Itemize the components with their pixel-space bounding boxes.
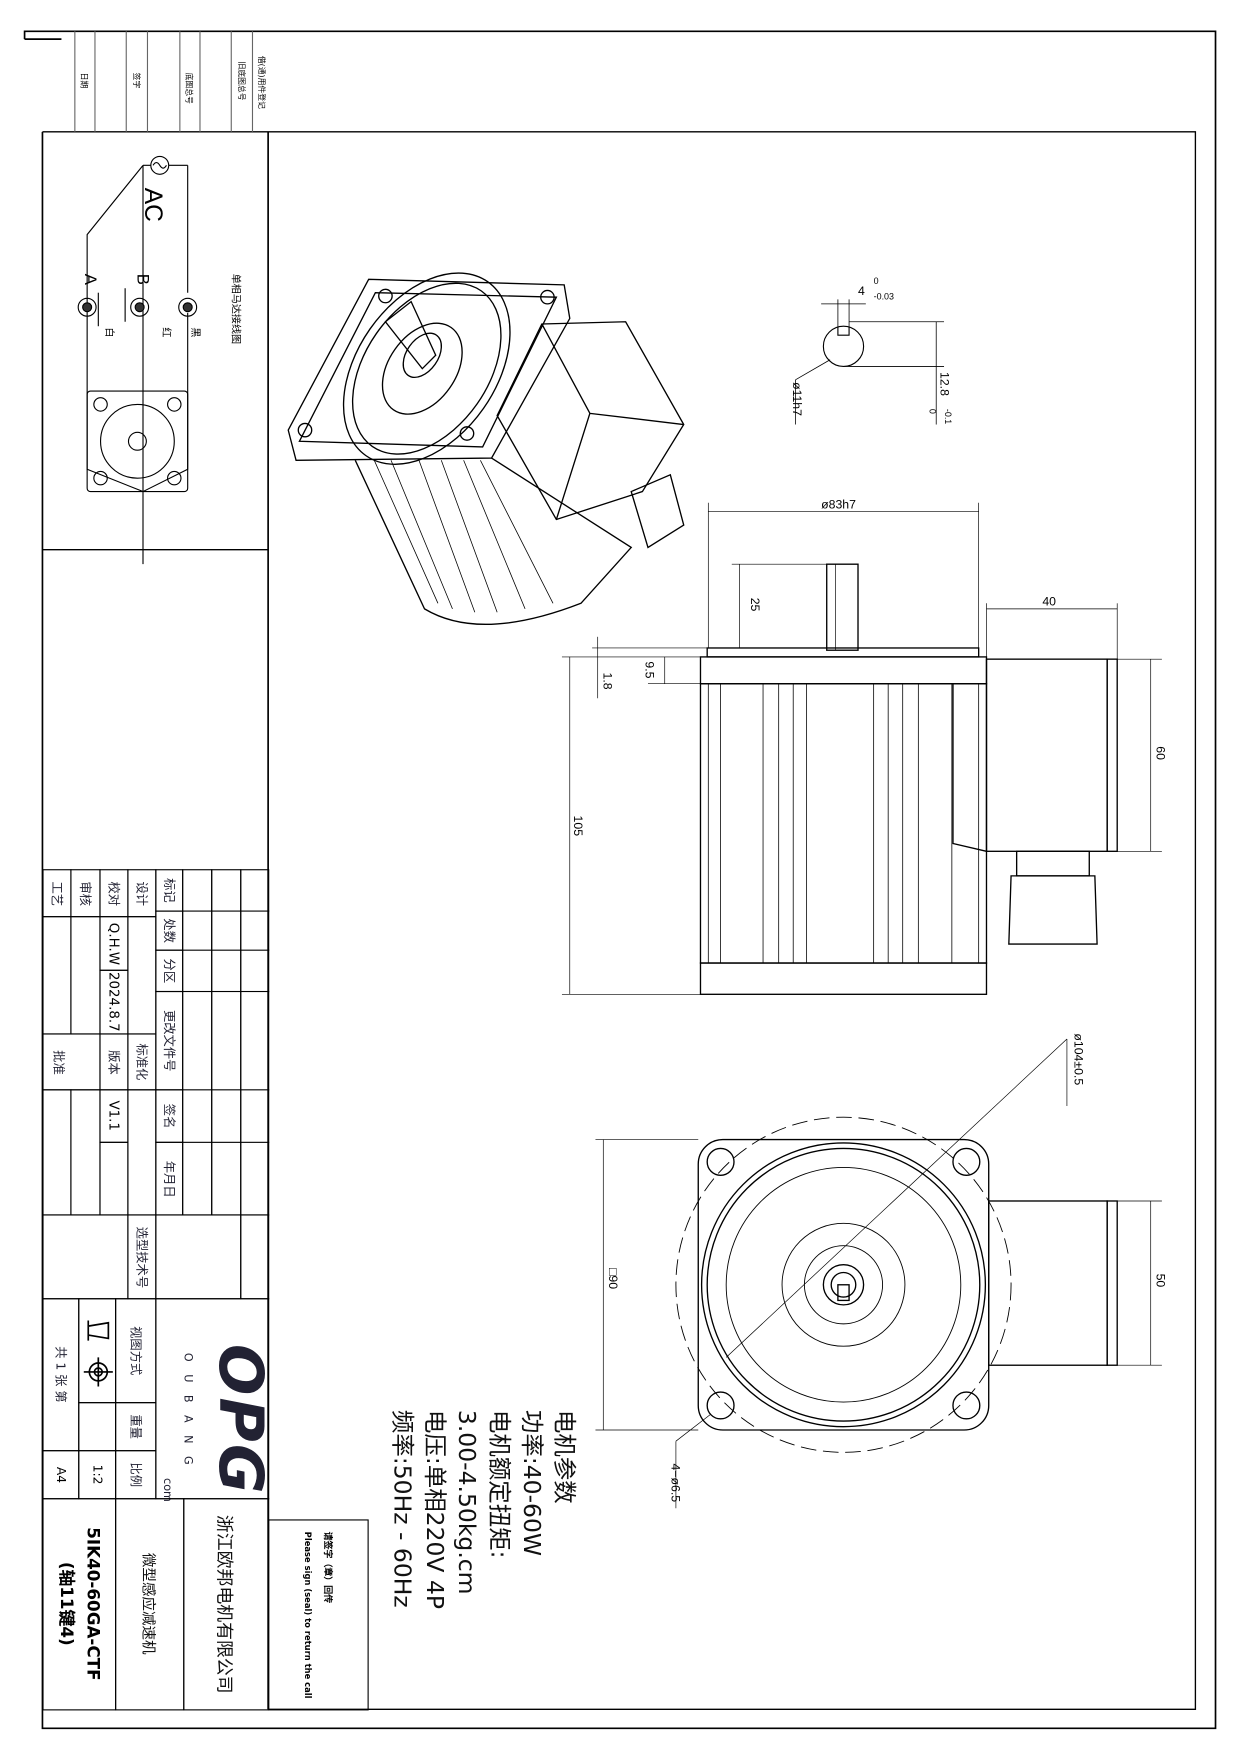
top-strip-old-base-no: 旧底图总号 [236,61,246,101]
top-strip-borrow-reg: 借(通)用件登记 [256,55,266,109]
tb-review-value [70,916,101,1035]
shaft-dia-dim: ø11h7 [790,382,804,416]
outer-border [23,30,1217,1730]
return-sign-box: 请签字（章）回传 Please sign (seal) to return th… [268,1519,369,1711]
return-en: Please sign (seal) to return the call [302,1531,313,1699]
params-frequency: 频率:50Hz - 60Hz [388,1409,416,1608]
isometric-motor-view [287,272,685,626]
flange-thk-dim: 9.5 [643,661,657,678]
tb-selection-no: 选型技术号 [127,1214,157,1300]
tb-blank-c [42,1089,72,1216]
side-view [561,502,1162,995]
tb-mark: 标记 [155,869,184,912]
model-number: 5IK40-60GA-CTF [83,1527,104,1681]
params-power: 功率:40-60W [518,1409,546,1557]
shaft-key-detail [795,299,945,425]
key-depth-tol-lower: -0.1 [943,409,953,424]
top-strip-sign: 签字 [131,72,141,89]
tb-process: 工艺 [42,869,72,918]
params-torque: 3.00-4.50kg.cm [453,1409,481,1595]
tb-sheets: 共 1 张 第 [42,1298,80,1452]
projection-symbol [78,1298,117,1404]
tb-standardize: 标准化 [127,1033,157,1091]
wire-white-label: 白 [103,327,116,337]
wiring-b-label: B [133,274,152,285]
wiring-a-label: A [81,274,100,286]
tb-blank-d [99,1141,129,1216]
tb-zone: 分区 [155,949,184,993]
inner-border [42,131,1197,1710]
params-voltage: 电压:单相220V 4P [421,1409,448,1610]
wiring-ac-label: AC [139,188,166,222]
pilot-dia-dim: ø83h7 [821,497,856,511]
tb-product: 微型感应减速机 [115,1498,185,1711]
key-depth-dim: 12.8 [938,372,952,396]
tb-approve: 批准 [42,1033,101,1091]
pilot-len-dim: 1.8 [600,673,614,690]
tb-rev-col2 [211,869,242,1216]
top-strip-date: 日期 [79,72,89,89]
company-logo: OPG O U B A N G com [155,1298,276,1502]
tb-company: 浙江欧邦电机有限公司 [183,1498,270,1711]
wiring-title: 单相马达接线图 [229,274,242,344]
wire-black-label: 黑 [189,327,201,337]
tb-weight: 重量 [115,1402,157,1452]
wiring-diagram [77,155,198,565]
tb-scale-label: 比例 [115,1450,157,1500]
square-dim: □90 [606,1268,620,1289]
tb-rev-col3 [240,869,270,1216]
box-width-dim: 40 [1042,595,1056,609]
tb-count: 处数 [155,910,184,951]
model-note: (轴11键4) [56,1562,77,1647]
key-depth-tol-upper: 0 [928,409,938,414]
tb-signature: 签名 [155,1089,184,1143]
params-torque-label: 电机额定扭矩: [485,1409,513,1559]
tb-check: 校对 [99,869,129,918]
box-height-dim: 60 [1153,746,1167,760]
tb-scale: 1:2 [78,1450,117,1500]
tb-process-value [42,916,72,1035]
tb-model: 5IK40-60GA-CTF (轴11键4) [42,1498,117,1711]
holes-dim: 4−ø6.5 [668,1464,682,1503]
params-title: 电机参数 [550,1409,578,1504]
logo-com: com [160,1478,174,1502]
logo-mark: OPG [205,1343,276,1496]
tb-blank-e [155,1214,242,1300]
body-len-dim: 105 [571,816,585,837]
return-cn: 请签字（章）回传 [322,1531,333,1604]
key-width-dim: 4 [858,284,865,298]
tb-blank-f [240,1214,270,1300]
motor-params: 电机参数 功率:40-60W 电机额定扭矩: 3.00-4.50kg.cm 电压… [385,1410,579,1609]
logo-subtext: O U B A N G [180,1352,194,1470]
tb-check-date: 2024.8.7 [99,969,129,1035]
tb-rev-col1 [182,869,213,1216]
bolt-circle-dim: ø104±0.5 [1072,1033,1086,1085]
tb-selection-value [42,1214,129,1300]
key-width-tol-upper: 0 [874,276,879,286]
tb-review: 审核 [70,869,101,918]
tb-checker: Q.H.W [99,916,129,971]
key-width-tol-lower: -0.03 [874,291,894,301]
top-strip-base-no: 底图总号 [184,72,194,104]
front-view [595,1038,1162,1509]
tb-paper: A4 [42,1450,80,1500]
shaft-len-dim: 25 [748,598,762,612]
tb-date: 年月日 [155,1141,184,1216]
tb-design-value [127,916,157,1035]
tb-blank-b [70,1089,101,1216]
tb-weight-value [78,1402,117,1452]
tb-version-label: 版本 [99,1033,129,1091]
tb-view-method: 视图方式 [115,1298,157,1404]
tb-change-doc: 更改文件号 [155,990,184,1091]
tb-version: V1.1 [99,1089,129,1143]
tb-blank-a [127,1089,157,1216]
tb-design: 设计 [127,869,157,918]
wire-red-label: 红 [160,327,173,337]
box-depth-dim: 50 [1153,1274,1167,1288]
